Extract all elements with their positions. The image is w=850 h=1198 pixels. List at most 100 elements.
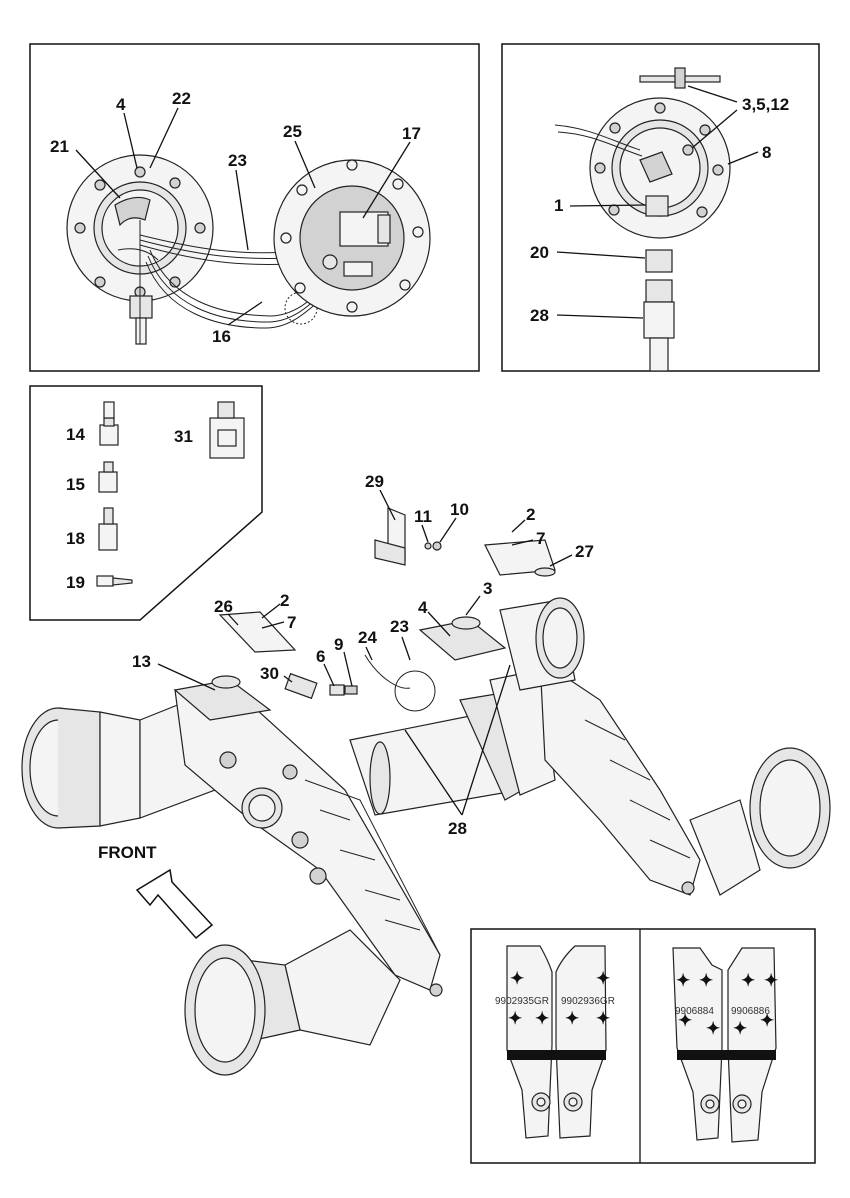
plate-pair-right: ✦ ✦ ✦ ✦ ✦ ✦ ✦ ✦ 9906884 9906886 [672, 947, 778, 1143]
central-tube [349, 669, 556, 816]
svg-text:13: 13 [132, 652, 151, 671]
svg-text:1: 1 [554, 196, 563, 215]
callout-29: 29 [365, 472, 396, 521]
svg-text:✦: ✦ [510, 969, 524, 988]
plate-pair-left: ✦ ✦ ✦ ✦ ✦ ✦ 9902935GR 9902936GR [495, 945, 615, 1139]
sensor-adapter [645, 249, 673, 273]
callout-25: 25 [283, 122, 316, 189]
hub-left-front [21, 701, 216, 829]
svg-text:✦: ✦ [676, 971, 690, 990]
svg-text:✦: ✦ [678, 1011, 692, 1030]
tube-19: 19 [66, 573, 133, 592]
svg-text:31: 31 [174, 427, 193, 446]
svg-text:11: 11 [414, 507, 432, 526]
svg-text:3,5,12: 3,5,12 [742, 95, 789, 114]
svg-text:18: 18 [66, 529, 85, 548]
svg-text:26: 26 [214, 597, 233, 616]
callout-26: 26 [214, 597, 239, 626]
svg-text:✦: ✦ [508, 1009, 522, 1028]
svg-text:23: 23 [228, 151, 247, 170]
hub-right-rear [689, 747, 831, 896]
svg-text:✦: ✦ [760, 1011, 774, 1030]
svg-text:✦: ✦ [565, 1009, 579, 1028]
callout-4-main: 4 [418, 598, 451, 637]
callout-1: 1 [554, 196, 646, 215]
callout-3: 3 [465, 579, 492, 616]
svg-text:✦: ✦ [706, 1019, 720, 1038]
svg-text:22: 22 [172, 89, 191, 108]
svg-text:17: 17 [402, 124, 421, 143]
bottle-14: 14 [66, 401, 119, 446]
svg-text:29: 29 [365, 472, 384, 491]
callout-2-lower: 2 [261, 591, 289, 619]
svg-text:4: 4 [418, 598, 428, 617]
svg-text:10: 10 [450, 500, 469, 519]
front-arrow: FRONT [98, 843, 214, 940]
svg-text:24: 24 [358, 628, 377, 647]
callout-9: 9 [334, 635, 353, 687]
svg-text:2: 2 [280, 591, 289, 610]
svg-text:27: 27 [575, 542, 594, 561]
svg-text:7: 7 [536, 529, 545, 548]
sensor-rod [643, 279, 675, 372]
svg-text:✦: ✦ [764, 971, 778, 990]
hub-right-front [499, 597, 585, 691]
part-number-9906886: 9906886 [731, 1006, 770, 1017]
svg-text:✦: ✦ [596, 969, 610, 988]
svg-text:28: 28 [530, 306, 549, 325]
beam-right [539, 658, 701, 896]
beam-left [174, 689, 443, 997]
callout-28: 28 [530, 306, 644, 325]
svg-text:✦: ✦ [535, 1009, 549, 1028]
part-number-9902935gr: 9902935GR [495, 996, 549, 1007]
svg-text:19: 19 [66, 573, 85, 592]
callout-2-upper: 2 [511, 505, 535, 533]
callout-6: 6 [316, 647, 335, 687]
wiring-detail-panel: 4 22 21 23 25 17 16 [29, 43, 480, 372]
consumables-panel: 14 15 18 19 31 [29, 385, 263, 621]
svg-text:✦: ✦ [733, 1019, 747, 1038]
callout-21: 21 [50, 137, 121, 199]
hub-left-rear [184, 929, 401, 1076]
svg-text:21: 21 [50, 137, 69, 156]
svg-text:3: 3 [483, 579, 492, 598]
plate-variants-panel: ✦ ✦ ✦ ✦ ✦ ✦ 9902935GR 9902936GR ✦ ✦ ✦ ✦ … [470, 928, 816, 1164]
svg-text:15: 15 [66, 475, 85, 494]
part-number-9906884: 9906884 [675, 1006, 714, 1017]
container-31: 31 [174, 401, 245, 459]
bogie-axle-assembly [21, 597, 831, 1076]
svg-text:30: 30 [260, 664, 279, 683]
svg-text:2: 2 [526, 505, 535, 524]
callout-13: 13 [132, 652, 216, 691]
callout-30: 30 [260, 664, 293, 683]
svg-text:✦: ✦ [699, 971, 713, 990]
callout-17: 17 [362, 124, 421, 219]
sensor-detail-panel: 3,5,12 8 1 20 28 [501, 43, 820, 372]
part-number-9902936gr: 9902936GR [561, 996, 615, 1007]
cable-24 [394, 670, 436, 712]
callout-24: 24 [358, 628, 377, 661]
svg-text:✦: ✦ [596, 1009, 610, 1028]
svg-text:16: 16 [212, 327, 231, 346]
svg-text:14: 14 [66, 425, 85, 444]
svg-text:25: 25 [283, 122, 302, 141]
right-flange-module [273, 159, 431, 317]
callout-23: 23 [390, 617, 411, 661]
bottle-18: 18 [66, 507, 118, 551]
callout-11: 11 [414, 507, 432, 543]
callout-7-upper: 7 [511, 529, 545, 548]
svg-text:FRONT: FRONT [98, 843, 157, 862]
callout-20: 20 [530, 243, 646, 262]
callout-16: 16 [212, 301, 263, 346]
callout-22: 22 [149, 89, 191, 169]
svg-text:28: 28 [448, 819, 467, 838]
svg-text:8: 8 [762, 143, 771, 162]
callout-8: 8 [727, 143, 771, 165]
sensor-flange [554, 97, 731, 239]
callout-10: 10 [439, 500, 469, 543]
plate-26 [218, 611, 297, 653]
svg-text:23: 23 [390, 617, 409, 636]
callout-4: 4 [116, 95, 138, 169]
callout-27: 27 [549, 542, 594, 567]
